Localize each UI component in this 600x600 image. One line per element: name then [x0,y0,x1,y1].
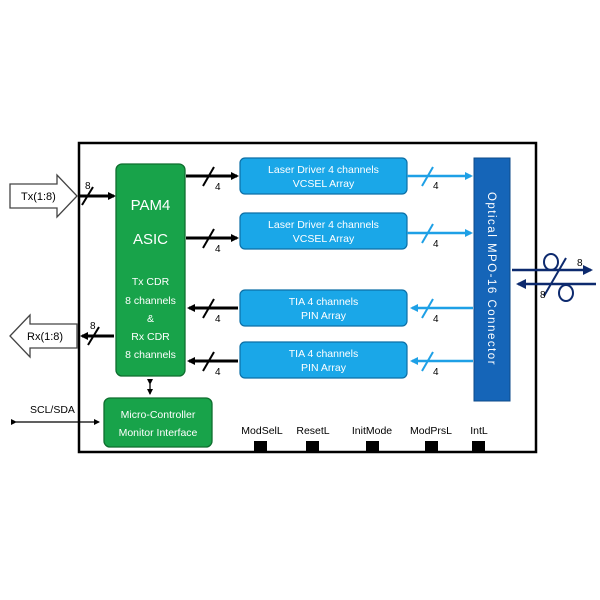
pin-pad [254,441,267,452]
laser-driver-block: Laser Driver 4 channels VCSEL Array [239,157,408,195]
asic-tx-bus-1-slash [202,166,215,187]
pin-label: IntL [470,425,488,437]
micro-sublabel: Monitor Interface [119,427,198,439]
pin-pad [306,441,319,452]
asic-rx-bus-1-slash [202,298,215,319]
tia-block: TIA 4 channels PIN Array [239,341,408,379]
asic-subtitle: ASIC [133,231,168,248]
optical-rx-link-1-slash [421,298,434,319]
pin-label: InitMode [352,425,392,437]
pin-modsell: ModSelL [241,425,283,452]
asic-line: Rx CDR [131,331,170,343]
asic-tx2-width: 4 [215,244,221,255]
asic-rx-bus-2-slash [202,351,215,372]
asic-line: 8 channels [125,349,176,361]
opt-rx1-width: 4 [433,314,439,325]
pin-label: ResetL [296,425,329,437]
laser-driver-label: Laser Driver 4 channels [268,219,379,231]
connector-label: Optical MPO-16 Connector [485,192,497,366]
asic-line: & [147,313,154,325]
fiber-links: 8 8 [512,253,596,302]
pin-label: ModPrsL [410,425,452,437]
optical-tx-link-2-slash [421,223,434,244]
fiber-rx-width: 8 [540,290,546,301]
opt-tx1-width: 4 [433,181,439,192]
tx-in-width: 8 [85,181,91,192]
pam4-asic-block: PAM4 ASIC Tx CDR 8 channels & Rx CDR 8 c… [115,163,186,377]
laser-driver-block: Laser Driver 4 channels VCSEL Array [239,212,408,250]
pin-pad [366,441,379,452]
tia-block: TIA 4 channels PIN Array [239,289,408,327]
asic-rx1-width: 4 [215,314,221,325]
asic-tx1-width: 4 [215,182,221,193]
rx-output-arrow: Rx(1:8) [9,313,78,359]
fiber-tx-width: 8 [577,258,583,269]
asic-rx2-width: 4 [215,367,221,378]
asic-tx-bus-2-slash [202,228,215,249]
laser-driver-sublabel: VCSEL Array [293,233,355,245]
tia-sublabel: PIN Array [301,310,347,322]
tx-input-arrow: Tx(1:8) [9,173,78,219]
pin-label: ModSelL [241,425,283,437]
opt-tx2-width: 4 [433,239,439,250]
fiber-bundle-ellipse [543,253,559,271]
optical-rx-link-2-slash [421,351,434,372]
fiber-slash [543,257,567,297]
opt-rx2-width: 4 [433,367,439,378]
i2c-label: SCL/SDA [30,404,75,416]
fiber-bundle-ellipse [558,284,574,302]
pin-intl: IntL [470,425,488,452]
pin-initmode: InitMode [352,425,392,452]
laser-driver-sublabel: VCSEL Array [293,178,355,190]
micro-label: Micro-Controller [121,409,196,421]
pin-pad [425,441,438,452]
tia-sublabel: PIN Array [301,362,347,374]
pin-resetl: ResetL [296,425,330,452]
tx-input-label: Tx(1:8) [21,191,56,203]
pin-modprsl: ModPrsL [410,425,452,452]
mpo-connector: Optical MPO-16 Connector [473,157,511,402]
asic-title: PAM4 [131,197,171,214]
micro-controller-block: Micro-Controller Monitor Interface [103,397,213,448]
tia-label: TIA 4 channels [289,348,358,360]
tia-label: TIA 4 channels [289,296,358,308]
rx-output-label: Rx(1:8) [27,331,63,343]
rx-out-width: 8 [90,321,96,332]
asic-line: Tx CDR [132,276,170,288]
laser-driver-label: Laser Driver 4 channels [268,164,379,176]
tx-in-bus-slash [81,186,94,206]
rx-out-bus-slash [87,326,100,346]
optical-tx-link-1-slash [421,166,434,187]
pin-pad [472,441,485,452]
asic-line: 8 channels [125,295,176,307]
